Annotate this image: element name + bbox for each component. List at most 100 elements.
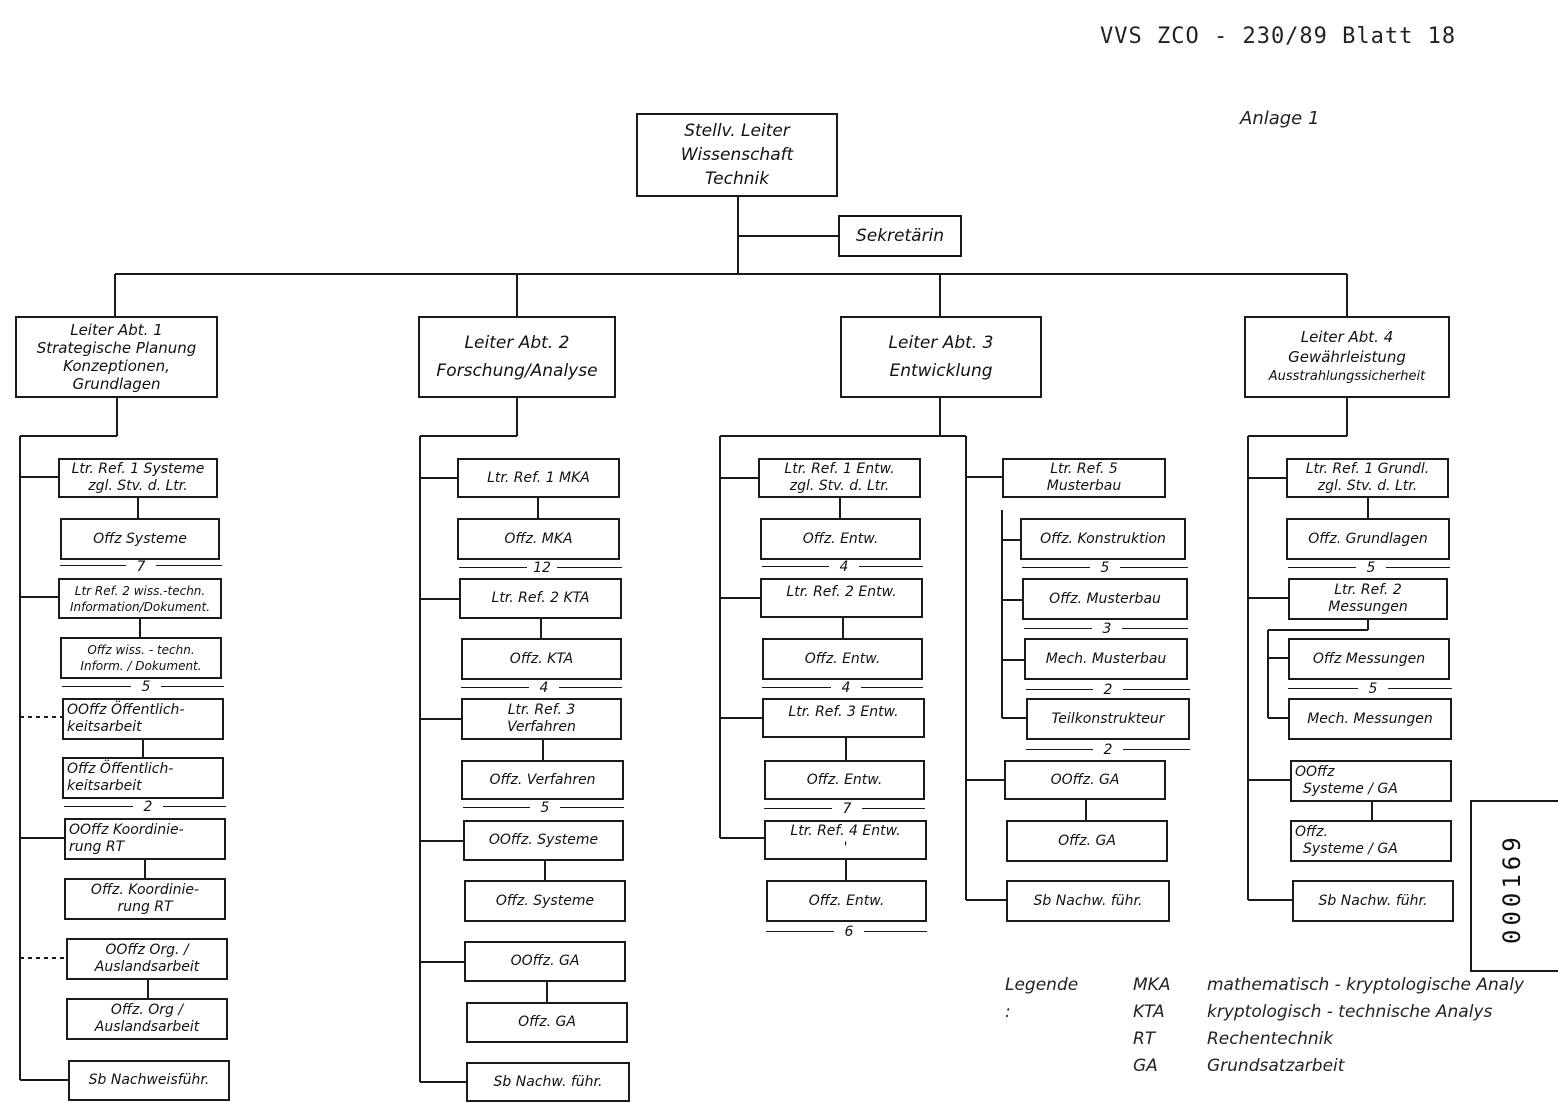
dept2-unit-box: Offz. Systeme	[464, 880, 626, 922]
staff-count: 4	[829, 560, 859, 574]
box-line: Auslandsarbeit	[94, 1019, 200, 1035]
dept3-unit-box: OOffz. GA	[1004, 760, 1166, 800]
dept1-head-box: Leiter Abt. 1 Strategische Planung Konze…	[15, 316, 218, 398]
dept2-unit-box: Ltr. Ref. 2 KTA	[459, 578, 622, 619]
box-line: Ltr. Ref. 1 Entw.	[784, 461, 895, 477]
box-line: Forschung/Analyse	[436, 361, 598, 381]
dept3-unit-box: Ltr. Ref. 4 Entw. '	[764, 820, 927, 860]
staff-count: 5	[1358, 682, 1388, 696]
legend-text: Grundsatzarbeit	[1207, 1056, 1345, 1076]
box-line: Offz. Entw.	[802, 530, 879, 547]
dept3-unit-box: Teilkonstrukteur	[1026, 698, 1190, 740]
box-line: Ltr. Ref. 3 Entw.	[788, 704, 899, 720]
box-line: Mech. Messungen	[1307, 710, 1433, 727]
box-line: Offz. Entw.	[806, 771, 883, 788]
box-line: Leiter Abt. 2	[464, 333, 570, 353]
dept3-unit-box: Sb Nachw. führ.	[1006, 880, 1170, 922]
box-line: OOffz. Systeme	[488, 832, 599, 848]
archive-number: 000169	[1498, 833, 1526, 944]
box-line: zgl. Stv. d. Ltr.	[789, 478, 890, 494]
box-line: OOffz	[1295, 764, 1335, 780]
box-line: Ltr. Ref. 1 Systeme	[71, 461, 205, 477]
dept1-unit-box: Offz Öffentlich- keitsarbeit	[62, 757, 224, 799]
staff-count: 2	[133, 800, 163, 814]
staff-count: 2	[1093, 743, 1123, 757]
box-line: OOffz Öffentlich-	[67, 702, 185, 718]
box-line: OOffz Koordinie-	[69, 822, 184, 838]
box-line: Ltr. Ref. 2 Entw.	[786, 584, 897, 600]
box-line: Offz wiss. - techn.	[87, 643, 195, 657]
box-line: Systeme / GA	[1303, 781, 1398, 797]
staff-count: 12	[527, 561, 557, 575]
staff-count: 7	[126, 560, 156, 574]
dept2-unit-box: Offz. KTA	[461, 638, 622, 680]
dept4-unit-box: Ltr. Ref. 1 Grundl. zgl. Stv. d. Ltr.	[1286, 458, 1449, 498]
box-line: Sekretärin	[855, 225, 945, 246]
box-line: Konzeptionen,	[63, 357, 170, 375]
box-line: Offz. Konstruktion	[1040, 530, 1166, 547]
legend-abbr: KTA	[1133, 1002, 1165, 1022]
box-line: Inform. / Dokument.	[80, 659, 202, 673]
box-line: zgl. Stv. d. Ltr.	[1317, 478, 1418, 494]
box-line: Sb Nachweisführ.	[88, 1072, 210, 1088]
box-line: Offz. Systeme	[495, 892, 595, 909]
dept1-unit-box: Offz. Koordinie- rung RT	[64, 878, 226, 920]
box-line: rung RT	[117, 899, 173, 915]
dept2-unit-box: Offz. Verfahren	[461, 760, 624, 800]
dept3-unit-box: Offz. Musterbau	[1022, 578, 1188, 620]
dept3-head-box: Leiter Abt. 3 Entwicklung	[840, 316, 1042, 398]
dept3-unit-box: Ltr. Ref. 2 Entw.	[760, 578, 923, 618]
box-line: Wissenschaft	[680, 145, 794, 165]
box-line: Offz. Koordinie-	[90, 882, 200, 898]
box-line: Offz. MKA	[504, 530, 573, 547]
box-line: Offz. Musterbau	[1049, 590, 1161, 607]
deputy-head-box: Stellv. Leiter Wissenschaft Technik	[636, 113, 838, 197]
box-line: Offz.	[1295, 824, 1328, 840]
box-line: Ltr. Ref. 4 Entw.	[790, 823, 901, 839]
legend-abbr: MKA	[1133, 975, 1171, 995]
box-line: Sb Nachw. führ.	[1033, 892, 1143, 909]
staff-count: 4	[831, 681, 861, 695]
archive-stamp: 000169	[1470, 800, 1558, 972]
box-line: OOffz. GA	[510, 953, 580, 969]
staff-count: 4	[529, 681, 559, 695]
dept4-unit-box: Offz. Systeme / GA	[1290, 820, 1452, 862]
dept3-unit-box: Ltr. Ref. 1 Entw. zgl. Stv. d. Ltr.	[758, 458, 921, 498]
box-line: Technik	[704, 169, 770, 189]
box-line: keitsarbeit	[67, 719, 142, 735]
box-line: Grundlagen	[72, 375, 161, 393]
staff-count: 5	[1356, 561, 1386, 575]
box-line: Offz Messungen	[1312, 650, 1426, 667]
box-line: zgl. Stv. d. Ltr.	[88, 478, 188, 494]
dept1-unit-box: Offz Systeme	[60, 518, 220, 560]
dept1-unit-box: Sb Nachweisführ.	[68, 1060, 230, 1101]
box-line: Offz. Entw.	[808, 892, 885, 909]
box-line: Offz. GA	[1058, 832, 1116, 849]
box-line: Offz. Verfahren	[489, 771, 596, 788]
box-line: Stellv. Leiter	[684, 121, 790, 141]
box-line: OOffz Org. /	[105, 942, 189, 958]
box-line: Offz. KTA	[509, 650, 574, 667]
dept2-unit-box: OOffz. GA	[464, 941, 626, 982]
dept4-unit-box: Ltr. Ref. 2 Messungen	[1288, 578, 1448, 620]
dept3-unit-box: Offz. Konstruktion	[1020, 518, 1186, 560]
dept1-unit-box: Offz wiss. - techn. Inform. / Dokument.	[60, 637, 222, 679]
box-line: Information/Dokument.	[69, 599, 211, 614]
box-line: Offz. Org /	[110, 1002, 184, 1018]
dept1-unit-box: OOffz Öffentlich- keitsarbeit	[62, 698, 224, 740]
box-line: Ltr. Ref. 2	[1334, 582, 1402, 598]
box-line: Offz. Entw.	[804, 650, 881, 667]
box-line: Offz. Grundlagen	[1308, 530, 1428, 547]
dept4-unit-box: Offz Messungen	[1288, 638, 1450, 680]
box-line: Offz. GA	[518, 1014, 576, 1030]
dept1-unit-box: Ltr Ref. 2 wiss.-techn. Information/Doku…	[58, 578, 222, 619]
box-line: Teilkonstrukteur	[1051, 710, 1165, 727]
dept3-unit-box: Ltr. Ref. 5 Musterbau	[1002, 458, 1166, 498]
legend-title: Legende :	[1005, 975, 1079, 1022]
box-line: Strategische Planung	[36, 339, 197, 357]
box-line: '	[843, 840, 848, 856]
